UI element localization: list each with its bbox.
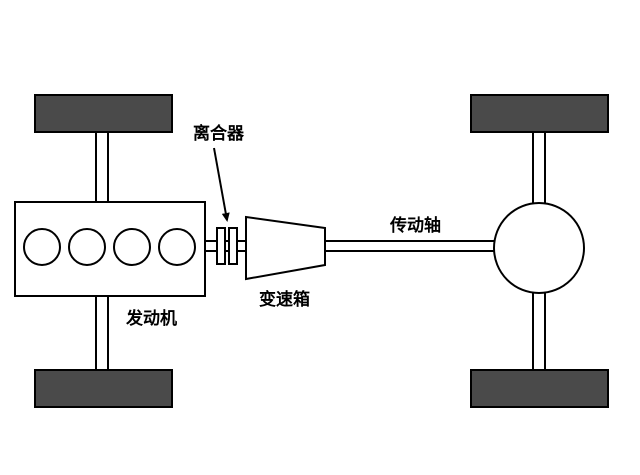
rear-axle-lower bbox=[532, 289, 546, 373]
clutch-plate-2 bbox=[228, 227, 238, 265]
engine-cylinder-2 bbox=[68, 228, 106, 266]
rear-axle-upper bbox=[532, 129, 546, 209]
differential bbox=[493, 202, 585, 294]
front-axle-upper bbox=[95, 129, 109, 203]
rear-right-tire bbox=[470, 369, 609, 408]
rear-left-tire bbox=[470, 94, 609, 133]
engine-cylinder-1 bbox=[23, 228, 61, 266]
engine-label: 发动机 bbox=[125, 308, 177, 329]
clutch-plate-1 bbox=[216, 227, 226, 265]
front-left-tire bbox=[34, 94, 173, 133]
clutch-pointer-arrow bbox=[213, 147, 230, 222]
driveshaft-label: 传动轴 bbox=[389, 215, 441, 236]
engine-cylinder-3 bbox=[113, 228, 151, 266]
clutch-label: 离合器 bbox=[193, 123, 245, 144]
front-axle-lower bbox=[95, 295, 109, 371]
gearbox-label: 变速箱 bbox=[259, 289, 310, 310]
driveshaft bbox=[324, 240, 498, 252]
gearbox bbox=[245, 215, 326, 281]
front-right-tire bbox=[34, 369, 173, 408]
engine-cylinder-4 bbox=[158, 228, 196, 266]
